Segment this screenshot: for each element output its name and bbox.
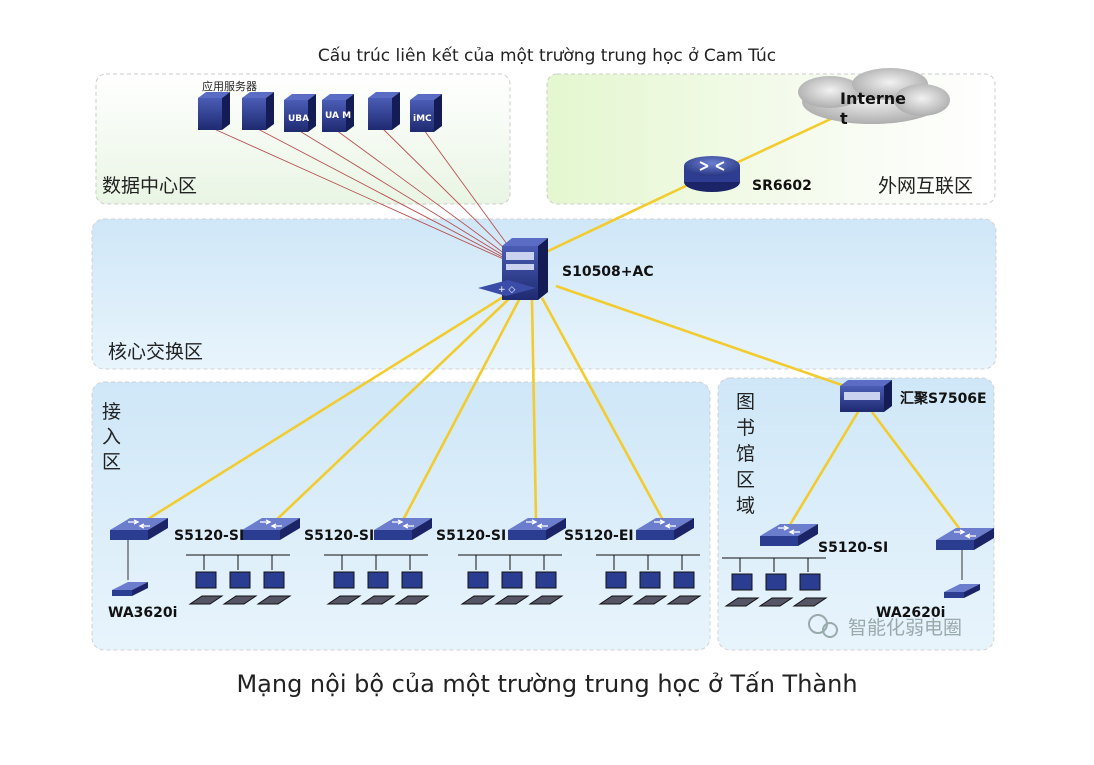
router-icon	[684, 156, 740, 192]
watermark-text: 智能化弱电圈	[848, 617, 962, 639]
svg-text:+ ◇: + ◇	[498, 285, 515, 295]
pc-cluster	[596, 554, 702, 605]
server-icon	[284, 94, 316, 132]
server-icon	[410, 94, 442, 132]
access-switch-icon	[936, 528, 994, 550]
access-switch-label-2: S5120-SI	[304, 528, 374, 544]
pc-cluster	[324, 554, 430, 605]
datacenter-zone-label: 数据中心区	[102, 175, 197, 197]
library-zone-label-1: 图	[736, 391, 755, 413]
watermark-logo	[808, 614, 838, 638]
access-switch-icon	[110, 518, 168, 540]
server-tag-imc: iMC	[413, 114, 432, 124]
pc-cluster	[186, 554, 292, 605]
server-tag-uba: UBA	[288, 114, 309, 124]
access-switch-icon	[374, 518, 432, 540]
internet-label-2: t	[840, 109, 848, 128]
library-zone-label-3: 馆	[736, 443, 755, 465]
core-switch-label: S10508+AC	[562, 264, 654, 280]
internet-cloud	[798, 68, 950, 124]
access-point-label-left: WA3620i	[108, 605, 177, 621]
pc-cluster	[458, 554, 564, 605]
access-zone-label-1: 接	[102, 401, 121, 423]
server-tag-uam: UA M	[325, 111, 351, 121]
aggregation-switch-icon	[840, 380, 892, 412]
access-switch-icon	[242, 518, 300, 540]
access-zone-label-3: 区	[102, 451, 121, 473]
aggregation-switch-label: 汇聚S7506E	[900, 391, 987, 407]
external-zone-label: 外网互联区	[878, 175, 973, 197]
access-point-icon	[944, 550, 980, 598]
access-zone-label-2: 入	[102, 426, 121, 448]
access-switch-label-4: S5120-EI	[564, 528, 634, 544]
library-zone-label-2: 书	[736, 417, 755, 439]
library-switch-label: S5120-SI	[818, 540, 888, 556]
diagram-title: Cấu trúc liên kết của một trường trung h…	[317, 46, 777, 66]
library-zone-label-5: 域	[736, 495, 755, 517]
diagram-caption: Mạng nội bộ của một trường trung học ở T…	[236, 670, 858, 698]
server-icon	[242, 92, 274, 130]
access-switch-icon	[508, 518, 566, 540]
server-group-label: 应用服务器	[202, 79, 257, 93]
access-point-label-right: WA2620i	[876, 605, 945, 621]
uplinks	[139, 108, 964, 533]
core-switch-icon: + ◇	[478, 238, 548, 300]
server-icon	[368, 92, 400, 130]
access-zone	[91, 381, 711, 651]
server-icon	[198, 92, 230, 130]
access-switch-icon	[636, 518, 694, 540]
library-zone-label-4: 区	[736, 469, 755, 491]
server-group	[198, 92, 442, 132]
library-zone	[717, 377, 995, 651]
server-links	[211, 127, 521, 263]
internet-label-1: Interne	[840, 89, 906, 108]
access-point-icon	[112, 540, 148, 596]
router-label: SR6602	[752, 178, 812, 194]
server-icon	[322, 94, 354, 132]
access-switch-label-1: S5120-SI	[174, 528, 244, 544]
access-switch-icon	[760, 524, 818, 546]
access-switch-label-3: S5120-SI	[436, 528, 506, 544]
pc-cluster	[722, 557, 828, 607]
core-zone-label: 核心交换区	[108, 341, 203, 363]
